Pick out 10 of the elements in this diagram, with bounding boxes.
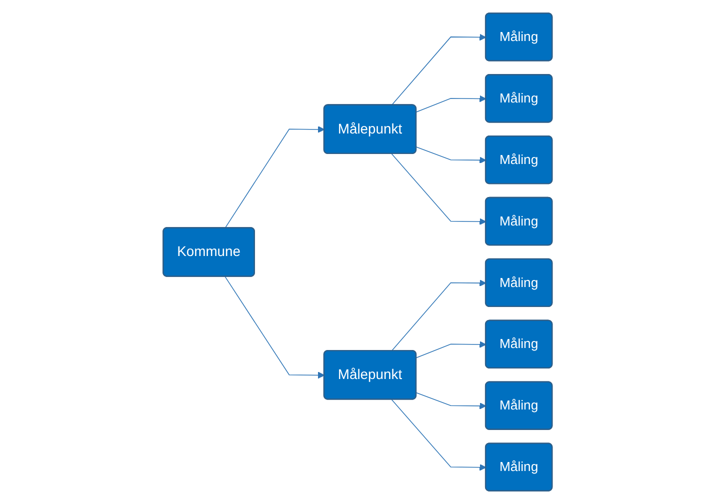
arrow [392,33,487,106]
arrow [392,152,487,224]
arrow [416,340,487,358]
arrow [416,146,487,164]
arrow [392,398,487,470]
arrow [416,392,487,409]
arrow [416,94,487,112]
arrow [392,279,487,351]
arrow [225,276,326,378]
arrow [225,126,326,228]
